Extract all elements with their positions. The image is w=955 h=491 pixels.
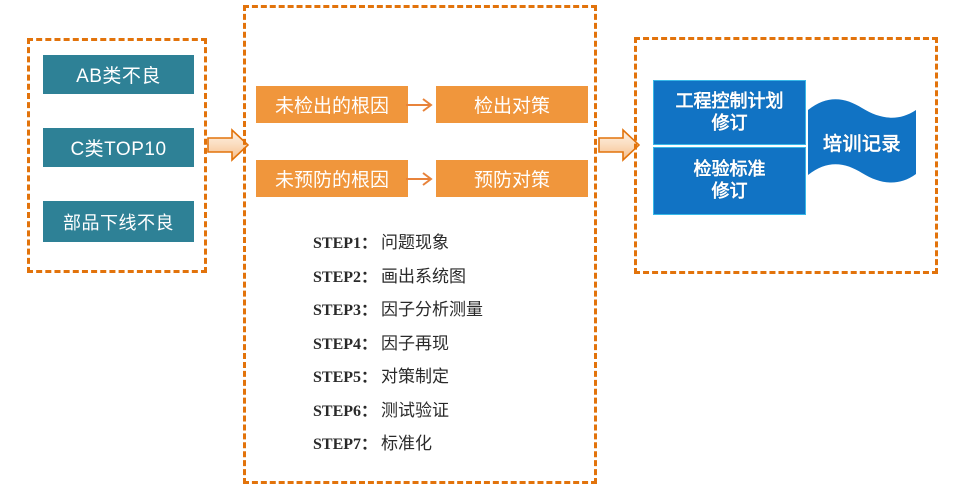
step-item: STEP7： 标准化 <box>313 429 578 463</box>
input-item-c-top10[interactable]: C类TOP10 <box>43 128 194 167</box>
block-right-arrow-icon <box>598 128 641 162</box>
step-key: STEP2： <box>313 268 378 286</box>
output-group <box>634 37 938 274</box>
step-list: STEP1： 问题现象 STEP2： 画出系统图 STEP3： 因子分析测量 S… <box>313 228 578 463</box>
step-key: STEP7： <box>313 436 378 453</box>
step-item: STEP5： 对策制定 <box>313 362 578 396</box>
step-item: STEP1： 问题现象 <box>313 228 578 262</box>
step-value: 画出系统图 <box>381 266 467 286</box>
step-item: STEP3： 因子分析测量 <box>313 295 578 329</box>
thin-right-arrow-icon <box>406 95 436 115</box>
process-cause-undetected[interactable]: 未检出的根因 <box>256 86 408 123</box>
step-item: STEP4： 因子再现 <box>313 329 578 363</box>
step-key: STEP6： <box>313 402 378 420</box>
input-group <box>27 38 207 273</box>
output-item-text: 检验标准 修订 <box>693 159 766 201</box>
step-value: 因子再现 <box>381 333 450 353</box>
process-cause-unprevented[interactable]: 未预防的根因 <box>256 160 408 197</box>
wavy-flag-icon <box>806 96 918 199</box>
process-action-detection[interactable]: 检出对策 <box>436 86 588 123</box>
step-key: STEP1： <box>313 235 378 252</box>
process-action-prevention[interactable]: 预防对策 <box>436 160 588 197</box>
step-key: STEP4： <box>313 335 378 353</box>
output-item-inspection-standard-revision[interactable]: 检验标准 修订 <box>653 147 806 215</box>
input-item-ab-defect[interactable]: AB类不良 <box>43 55 194 94</box>
step-value: 对策制定 <box>381 367 450 386</box>
step-value: 标准化 <box>381 434 433 453</box>
step-item: STEP2： 画出系统图 <box>313 262 578 296</box>
process-group <box>243 5 597 484</box>
step-key: STEP3： <box>313 302 378 319</box>
step-value: 测试验证 <box>381 400 450 420</box>
step-value: 因子分析测量 <box>381 300 484 319</box>
step-value: 问题现象 <box>381 233 450 252</box>
step-key: STEP5： <box>313 369 378 386</box>
input-item-part-offline-defect[interactable]: 部品下线不良 <box>43 201 194 242</box>
step-item: STEP6： 测试验证 <box>313 396 578 430</box>
output-item-control-plan-revision[interactable]: 工程控制计划 修订 <box>653 80 806 145</box>
thin-right-arrow-icon <box>406 169 436 189</box>
output-item-text: 工程控制计划 修订 <box>675 90 784 133</box>
block-right-arrow-icon <box>207 128 250 162</box>
